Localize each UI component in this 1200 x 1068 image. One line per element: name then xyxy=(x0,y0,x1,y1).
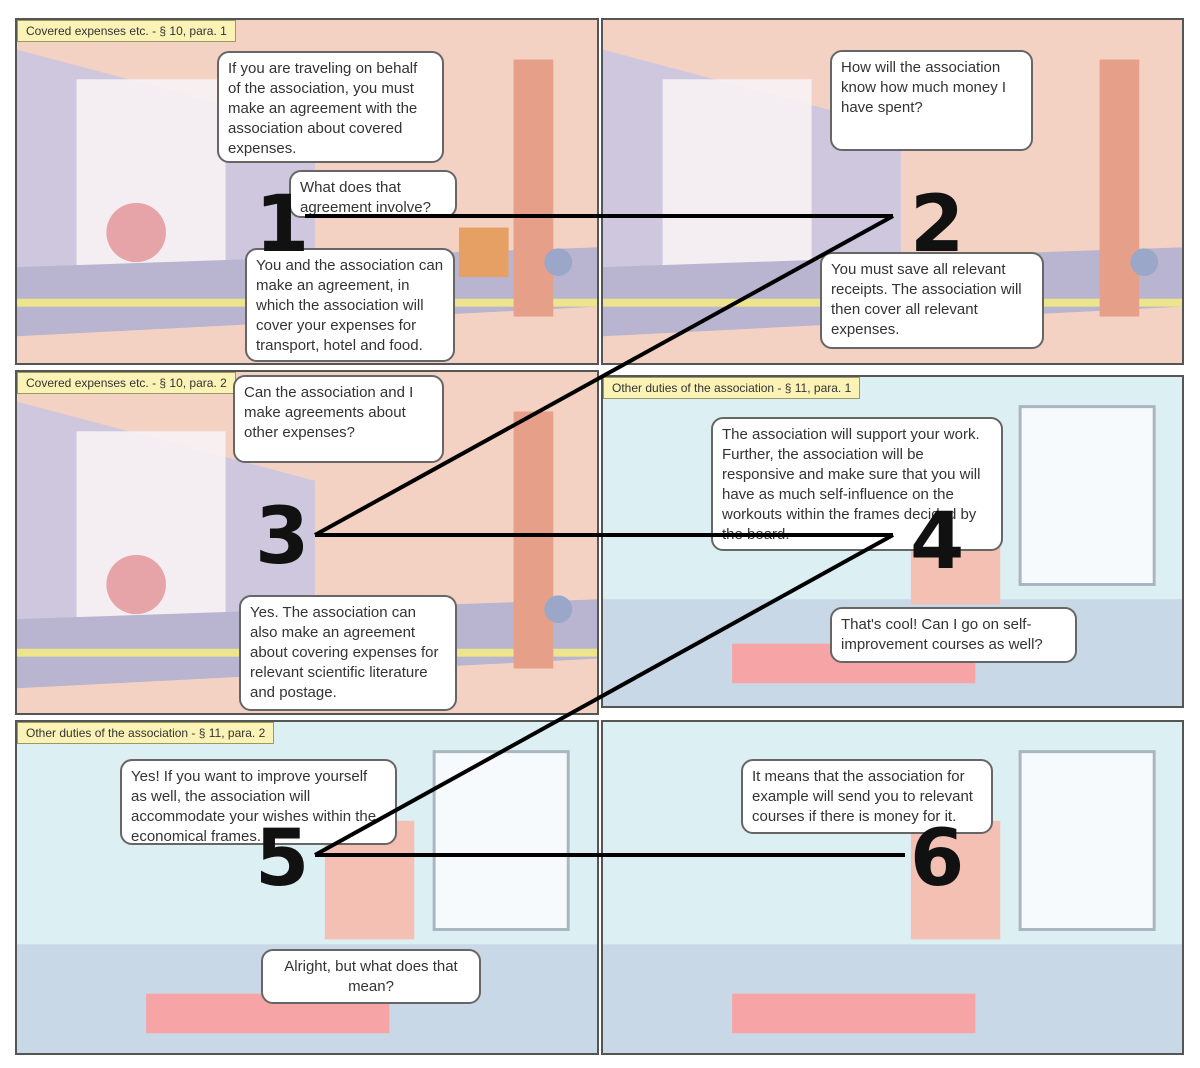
speech-bubble: How will the association know how much m… xyxy=(830,50,1033,151)
panel-caption: Other duties of the association - § 11, … xyxy=(603,377,861,399)
panel-caption: Covered expenses etc. - § 10, para. 1 xyxy=(17,20,236,42)
speech-bubble: What does that agreement involve? xyxy=(289,170,457,218)
panel-2: How will the association know how much m… xyxy=(601,18,1184,365)
panel-caption: Covered expenses etc. - § 10, para. 2 xyxy=(17,372,236,394)
panel-3: Covered expenses etc. - § 10, para. 2 Ca… xyxy=(15,370,599,715)
panel-caption: Other duties of the association - § 11, … xyxy=(17,722,275,744)
panel-4: Other duties of the association - § 11, … xyxy=(601,375,1184,708)
step-number: 2 xyxy=(910,180,965,270)
speech-bubble: Can the association and I make agreement… xyxy=(233,375,444,463)
speech-bubble: If you are traveling on behalf of the as… xyxy=(217,51,444,163)
step-number: 3 xyxy=(255,492,310,582)
panel-1: Covered expenses etc. - § 10, para. 1 If… xyxy=(15,18,599,365)
speech-bubble: Yes. The association can also make an ag… xyxy=(239,595,457,711)
step-number: 1 xyxy=(255,180,310,270)
step-number: 6 xyxy=(910,814,965,904)
gym-background xyxy=(603,722,1182,1053)
step-number: 4 xyxy=(910,497,965,587)
panel-6: It means that the association for exampl… xyxy=(601,720,1184,1055)
speech-bubble: Alright, but what does that mean? xyxy=(261,949,481,1004)
step-number: 5 xyxy=(255,814,310,904)
speech-bubble: That's cool! Can I go on self-improvemen… xyxy=(830,607,1077,663)
panel-5: Other duties of the association - § 11, … xyxy=(15,720,599,1055)
